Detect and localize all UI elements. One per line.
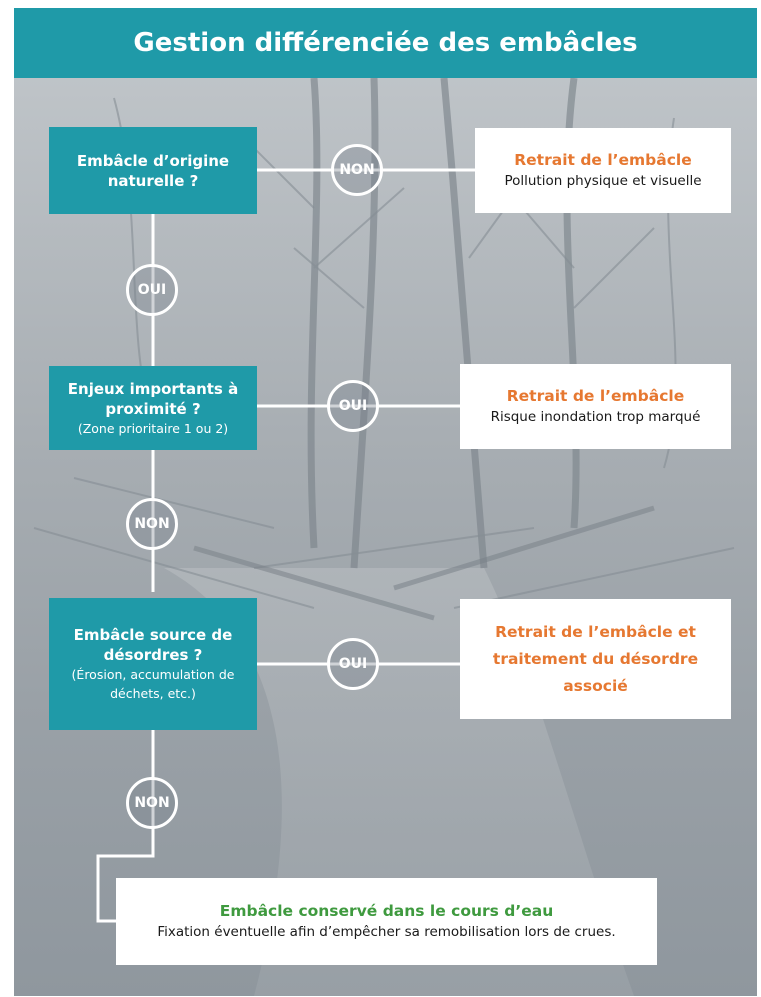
question-box-source-of-disorders: Embâcle source de désordres ? (Érosion, …	[49, 598, 257, 730]
question-text: Embâcle d’origine naturelle ?	[76, 151, 230, 190]
question-box-nearby-stakes: Enjeux importants à proximité ? (Zone pr…	[49, 366, 257, 450]
outcome-box-removal-pollution: Retrait de l’embâcle Pollution physique …	[475, 128, 731, 213]
final-box-kept-in-stream: Embâcle conservé dans le cours d’eau Fix…	[116, 878, 657, 965]
branch-label-circle: OUI	[327, 638, 379, 690]
final-description: Fixation éventuelle afin d’empêcher sa r…	[157, 924, 616, 940]
outcome-box-removal-flood-risk: Retrait de l’embâcle Risque inondation t…	[460, 364, 731, 449]
outcome-box-removal-and-treatment: Retrait de l’embâcle et traitement du dé…	[460, 599, 731, 719]
outcome-description: Risque inondation trop marqué	[490, 409, 701, 425]
question-text: Enjeux importants à proximité ?	[67, 379, 239, 418]
outcome-title: Retrait de l’embâcle	[514, 151, 692, 169]
branch-label-circle: OUI	[327, 380, 379, 432]
flow-label-circle: NON	[126, 498, 178, 550]
outcome-title: Retrait de l’embâcle et traitement du dé…	[492, 622, 699, 695]
flow-label-circle: NON	[126, 777, 178, 829]
branch-label-circle: NON	[331, 144, 383, 196]
question-subtext: (Zone prioritaire 1 ou 2)	[77, 420, 229, 436]
question-subtext: (Érosion, accumulation de déchets, etc.)	[71, 667, 235, 701]
flow-label-circle: OUI	[126, 264, 178, 316]
page-title: Gestion différenciée des embâcles	[14, 8, 757, 78]
outcome-title: Retrait de l’embâcle	[506, 387, 685, 405]
question-text: Embâcle source de désordres ?	[73, 626, 233, 664]
outcome-description: Pollution physique et visuelle	[504, 173, 702, 189]
question-box-natural-origin: Embâcle d’origine naturelle ?	[49, 127, 257, 214]
final-title: Embâcle conservé dans le cours d’eau	[219, 902, 554, 920]
